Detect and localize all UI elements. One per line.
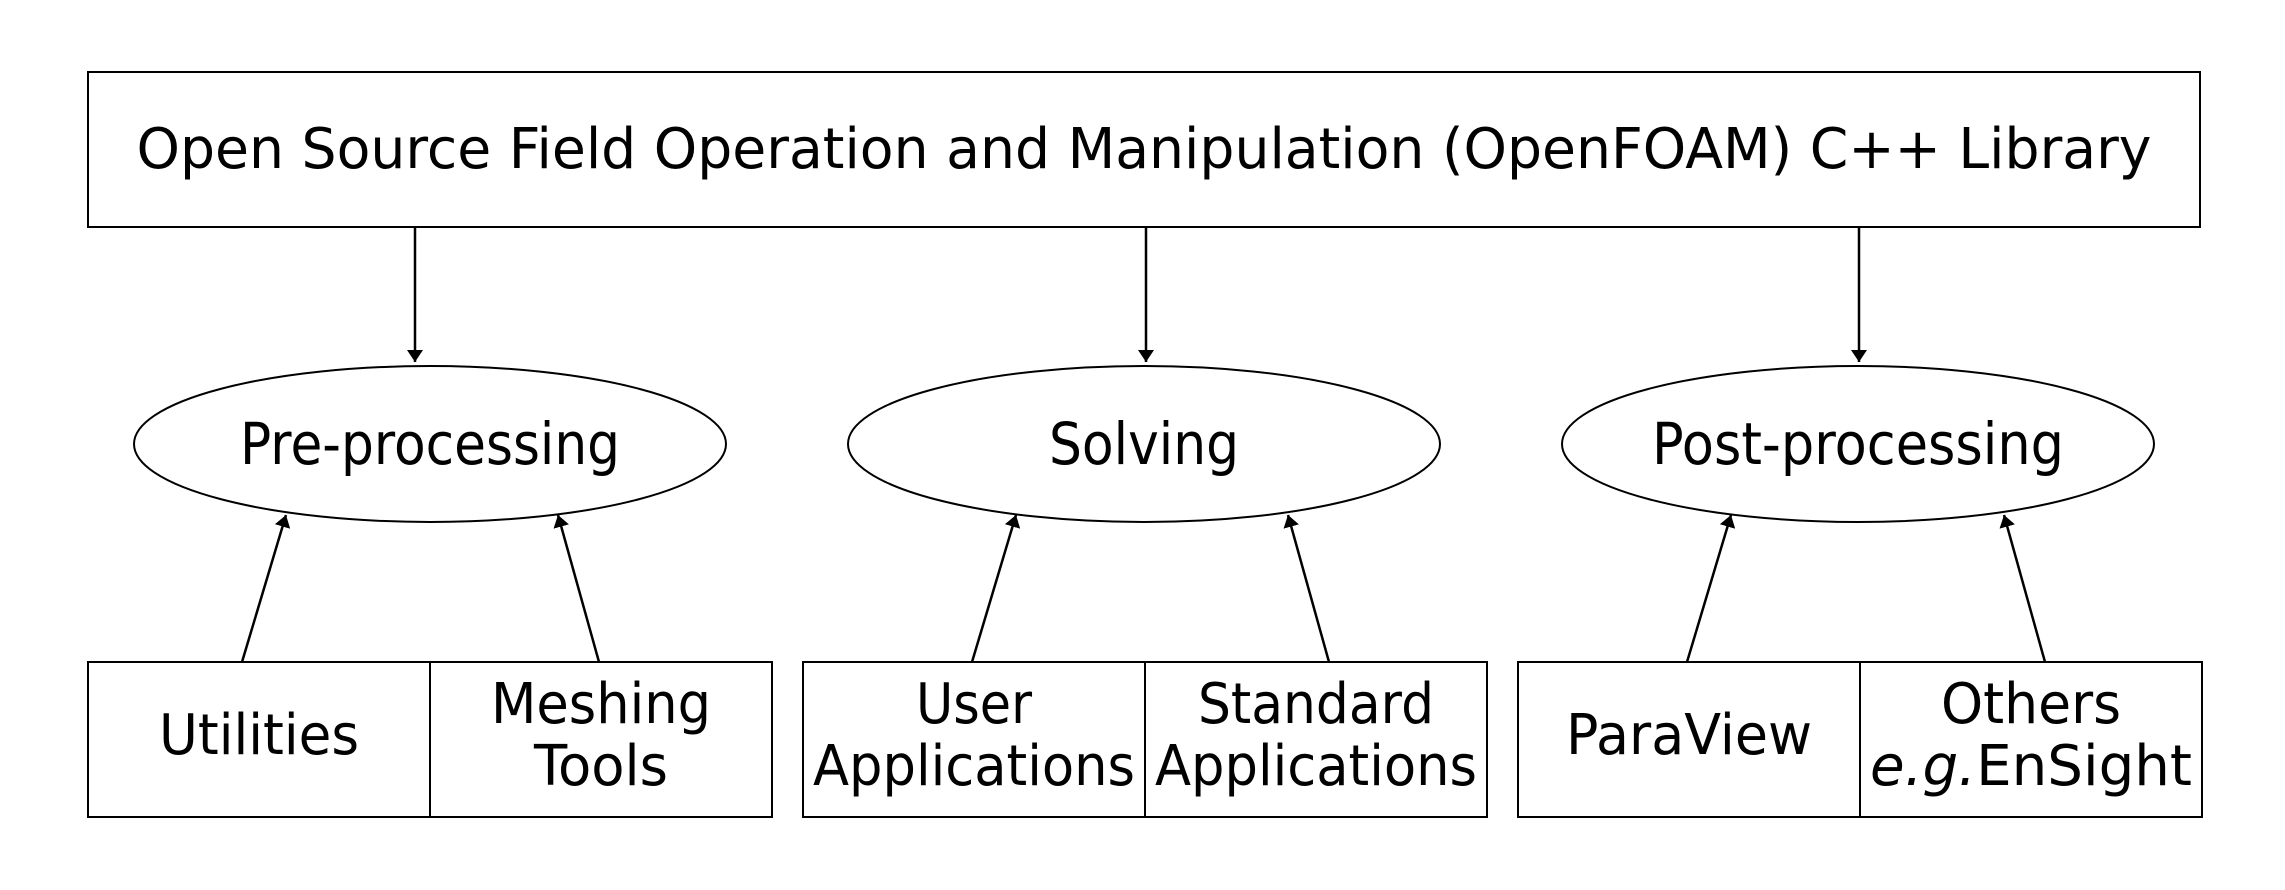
arrow-utilities-to-pre-processing: [240, 514, 291, 663]
library-box: Open Source Field Operation and Manipula…: [87, 71, 2201, 228]
tool-label-others-example: e.g.EnSight: [1870, 734, 2192, 799]
tool-label-meshing: Meshing: [491, 672, 711, 737]
tool-box-standard-applications: [1144, 661, 1488, 818]
arrow-user-applications-to-solving: [970, 514, 1021, 663]
tool-label-ensight: EnSight: [1976, 734, 2192, 799]
library-to-stage-arrows: [407, 227, 1867, 362]
stage-label-pre-processing: Pre-processing: [240, 410, 620, 478]
tool-box-others: [1859, 661, 2203, 818]
stage-pre-processing: Pre-processing: [133, 365, 727, 523]
arrow-meshing-tools-to-pre-processing: [553, 514, 601, 663]
stage-label-post-processing: Post-processing: [1652, 410, 2064, 478]
tool-box-user-applications: [802, 661, 1146, 818]
stage-solving: Solving: [847, 365, 1441, 523]
tool-label-standard-applications: Applications: [1155, 734, 1477, 799]
tool-label-tools: Tools: [533, 734, 668, 799]
arrow-paraview-to-post-processing: [1685, 514, 1736, 663]
library-label: Open Source Field Operation and Manipula…: [137, 117, 2152, 182]
arrow-others-to-post-processing: [1999, 514, 2047, 663]
tool-label-standard: Standard: [1198, 672, 1434, 737]
tool-label-utilities: Utilities: [159, 703, 359, 768]
tool-label-user: User: [916, 672, 1033, 737]
arrow-standard-applications-to-solving: [1283, 514, 1331, 663]
tool-group-post-processing: ParaView Others e.g.EnSight: [1517, 661, 2203, 818]
tool-label-user-applications: Applications: [813, 734, 1135, 799]
tool-group-solving: User Applications Standard Applications: [802, 661, 1488, 818]
tool-label-paraview: ParaView: [1566, 703, 1812, 768]
tool-label-others: Others: [1941, 672, 2121, 737]
tool-box-paraview: [1517, 661, 1861, 818]
stage-post-processing: Post-processing: [1561, 365, 2155, 523]
tool-box-utilities: [87, 661, 431, 818]
stage-label-solving: Solving: [1049, 410, 1239, 478]
tool-to-stage-arrows: [240, 514, 2047, 663]
tool-group-pre-processing: Utilities Meshing Tools: [87, 661, 773, 818]
tool-label-eg: e.g.: [1870, 734, 1976, 799]
tool-box-meshing-tools: [429, 661, 773, 818]
